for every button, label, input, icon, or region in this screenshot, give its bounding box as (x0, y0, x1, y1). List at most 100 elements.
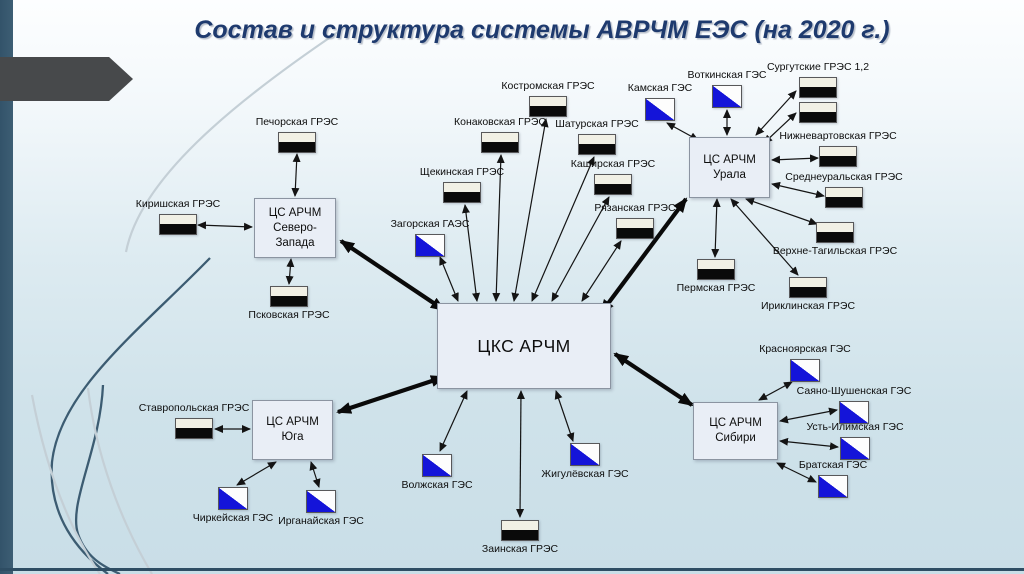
plant-zhigulevskaya-ges: Жигулёвская ГЭС (527, 443, 643, 481)
decor-curve (30, 394, 101, 574)
thermal-plant-icon (270, 286, 308, 307)
thermal-plant-icon (819, 146, 857, 167)
plant-label: Шатурская ГРЭС (555, 118, 639, 130)
link-permskaya (711, 198, 721, 258)
cs-archm-sibiri-box: ЦС АРЧМ Сибири (693, 402, 778, 460)
thermal-plant-icon (159, 214, 197, 235)
thermal-plant-icon (443, 182, 481, 203)
plant-label: Воткинская ГЭС (687, 69, 767, 81)
plant-shaturskaya-gres: Шатурская ГРЭС (542, 118, 652, 155)
plant-label: Костромская ГРЭС (501, 80, 595, 92)
banner-arrow-shape (0, 57, 133, 101)
hydro-plant-icon (840, 437, 870, 460)
plant-sayano-shushenskaya-ges: Саяно-Шушенская ГЭС (782, 385, 926, 424)
plant-label: Волжская ГЭС (401, 479, 473, 491)
hydro-plant-icon (422, 454, 452, 477)
plant-kamskaya-ges: Камская ГЭС (615, 82, 705, 121)
link-krasnoyarskaya (758, 381, 793, 401)
plant-shchekinskaya-gres: Щекинская ГРЭС (404, 166, 520, 203)
plant-label: Нижневартовская ГРЭС (779, 130, 897, 142)
plant-label: Пермская ГРЭС (676, 282, 756, 294)
plant-volzhskaya-ges: Волжская ГЭС (389, 454, 485, 492)
plant-stavropolskaya-gres: Ставропольская ГРЭС (129, 402, 259, 439)
hydro-plant-icon (415, 234, 445, 257)
link-cks-yuga (336, 375, 446, 414)
plant-label: Заинская ГРЭС (481, 543, 559, 555)
plant-pechorskaya-gres: Печорская ГРЭС (242, 116, 352, 153)
plant-kirishskaya-gres: Киришская ГРЭС (123, 198, 233, 235)
plant-krasnoyarskaya-ges: Красноярская ГЭС (745, 343, 865, 382)
link-nizhnevartovskaya (771, 154, 819, 164)
plant-ryazanskaya-gres: Рязанская ГРЭС (580, 202, 690, 239)
link-pskovskaya (285, 258, 295, 285)
plant-kashirskaya-gres: Каширская ГРЭС (558, 158, 668, 195)
hydro-plant-icon (306, 490, 336, 513)
plant-label: Киришская ГРЭС (135, 198, 221, 210)
link-ryazanskaya (581, 240, 622, 302)
link-konakovskaya (492, 154, 505, 302)
plant-label: Братская ГЭС (798, 459, 868, 471)
thermal-plant-icon (789, 277, 827, 298)
link-kirishskaya (197, 221, 253, 231)
plant-surgutskie-gres: Сургутские ГРЭС 1,2 (753, 61, 883, 123)
plant-label: Верхне-Тагильская ГРЭС (772, 245, 898, 257)
plant-ust-ilimskaya-ges: Усть-Илимская ГЭС (793, 421, 917, 460)
thermal-plant-icon (825, 187, 863, 208)
thermal-plant-icon (578, 134, 616, 155)
hydro-plant-icon (712, 85, 742, 108)
cs-archm-yuga-box: ЦС АРЧМ Юга (252, 400, 333, 460)
link-pechorskaya (291, 153, 301, 197)
plant-verkhne-tagilskaya-gres: Верхне-Тагильская ГРЭС (761, 222, 909, 258)
thermal-plant-icon (799, 77, 837, 98)
cks-archm-box: ЦКС АРЧМ (437, 303, 611, 389)
plant-irganayskaya-ges: Ирганайская ГЭС (265, 490, 377, 528)
plant-zainskaya-gres: Заинская ГРЭС (468, 520, 572, 556)
plant-nizhnevartovskaya-gres: Нижневартовская ГРЭС (767, 130, 909, 167)
thermal-plant-icon (481, 132, 519, 153)
plant-label: Ириклинская ГРЭС (760, 300, 856, 312)
decor-curve (50, 257, 211, 574)
plant-label: Красноярская ГЭС (759, 343, 851, 355)
link-irganayskaya (309, 461, 321, 488)
hydro-plant-icon (790, 359, 820, 382)
plant-kostromskaya-gres: Костромская ГРЭС (488, 80, 608, 117)
plant-label: Ирганайская ГЭС (278, 515, 364, 527)
thermal-plant-icon (175, 418, 213, 439)
plant-label: Псковская ГРЭС (248, 309, 330, 321)
thermal-plant-icon (278, 132, 316, 153)
plant-label: Сургутские ГРЭС 1,2 (766, 61, 870, 73)
page-title: Состав и структура системы АВРЧМ ЕЭС (на… (194, 16, 890, 44)
hydro-plant-icon (570, 443, 600, 466)
plant-label: Рязанская ГРЭС (594, 202, 676, 214)
link-chirkeyskaya (236, 461, 277, 486)
plant-label: Загорская ГАЭС (390, 218, 470, 230)
plant-label: Камская ГЭС (627, 82, 693, 94)
link-kostromskaya (511, 118, 549, 302)
link-sredneuralskaya (771, 181, 825, 199)
link-iriklinskaya (730, 198, 799, 276)
plant-label: Ставропольская ГРЭС (138, 402, 250, 414)
plant-label: Чиркейская ГЭС (192, 512, 274, 524)
decor-curve (74, 384, 121, 574)
plant-zagorskaya-gaes: Загорская ГАЭС (375, 218, 485, 257)
link-bratskaya (776, 462, 817, 483)
thermal-plant-icon (697, 259, 735, 280)
plant-label: Жигулёвская ГЭС (541, 468, 629, 480)
plant-label: Усть-Илимская ГЭС (806, 421, 904, 433)
plant-iriklinskaya-gres: Ириклинская ГРЭС (749, 277, 867, 313)
decor-curve (124, 31, 339, 253)
cs-archm-severo-zapada-box: ЦС АРЧМ Северо- Запада (254, 198, 336, 258)
link-sayano-shushenskaya (779, 407, 838, 424)
link-zainskaya (516, 390, 525, 518)
link-zagorskaya (439, 256, 459, 302)
hydro-plant-icon (218, 487, 248, 510)
bottom-rule-line (0, 568, 1024, 571)
link-zhigulevskaya (554, 390, 575, 442)
link-kashirskaya (551, 196, 610, 302)
plant-label: Щекинская ГРЭС (419, 166, 505, 178)
plant-permskaya-gres: Пермская ГРЭС (664, 259, 768, 295)
link-cks-severo-zapada (339, 239, 446, 312)
plant-chirkeyskaya-ges: Чиркейская ГЭС (179, 487, 287, 525)
thermal-plant-icon (616, 218, 654, 239)
